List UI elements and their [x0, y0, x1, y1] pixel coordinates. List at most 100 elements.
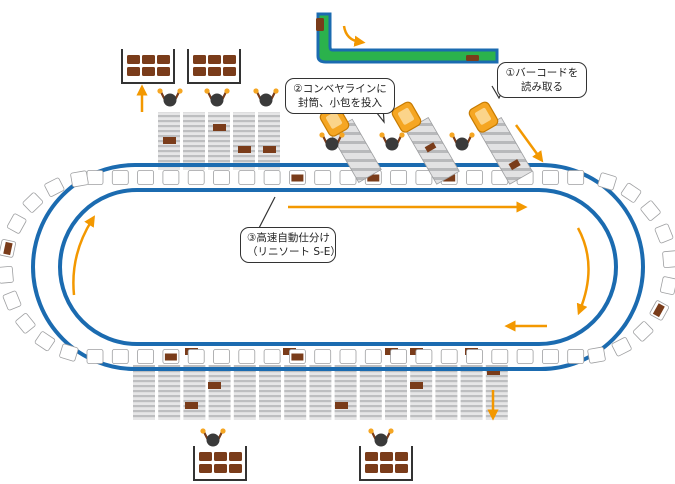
flow-arrows	[72, 84, 590, 421]
parcel	[367, 174, 380, 182]
tray	[632, 321, 654, 342]
parcel	[443, 174, 456, 182]
parcel	[487, 368, 500, 375]
tray	[587, 346, 606, 364]
tray	[263, 170, 281, 185]
tray	[516, 349, 534, 364]
tray	[440, 349, 458, 364]
chute	[284, 365, 307, 420]
tray	[44, 177, 65, 197]
parcel	[229, 452, 242, 461]
parcel	[466, 55, 479, 61]
tray	[111, 170, 129, 185]
tray	[2, 290, 22, 311]
tray	[542, 170, 559, 185]
parcel	[291, 174, 304, 182]
tray	[620, 182, 642, 203]
parcel	[652, 303, 665, 318]
tray	[660, 276, 675, 295]
worker-icon	[204, 88, 230, 107]
parcel	[316, 18, 324, 31]
parcel	[199, 464, 212, 473]
tray	[162, 349, 180, 364]
tray	[567, 170, 585, 185]
tray	[491, 349, 509, 364]
callout-line: ③高速自動仕分け	[247, 232, 330, 244]
parcel	[395, 452, 408, 461]
chute	[258, 112, 280, 170]
tray	[649, 300, 669, 321]
chute	[183, 112, 205, 170]
parcel	[208, 55, 221, 64]
chute	[208, 112, 230, 170]
callout-line: （リニソート S-E）	[247, 246, 341, 258]
sorter-loop	[0, 163, 675, 371]
worker-icon	[200, 428, 226, 447]
tray	[213, 170, 230, 185]
worker-icon	[379, 132, 405, 151]
parcel	[163, 137, 176, 144]
parcel	[193, 55, 206, 64]
tray	[7, 213, 27, 234]
intake-conveyor	[316, 12, 499, 64]
cart-icon	[121, 49, 175, 84]
parcel	[157, 55, 170, 64]
parcel	[291, 353, 304, 361]
worker-icon	[253, 88, 279, 107]
tray	[137, 170, 155, 185]
tray	[34, 331, 56, 352]
parcel	[157, 67, 170, 76]
tray	[187, 349, 205, 364]
chute	[208, 365, 231, 420]
tray	[187, 170, 205, 185]
parcel	[263, 146, 276, 153]
cart-icon	[359, 446, 413, 481]
chute	[133, 365, 155, 420]
chute	[410, 365, 433, 420]
worker-icon	[368, 428, 394, 447]
tray	[288, 349, 306, 364]
cart-icon	[193, 446, 247, 481]
parcel	[380, 452, 393, 461]
induction-callout: ②コンベヤラインに 封筒、小包を投入	[285, 78, 395, 114]
parcel	[214, 464, 227, 473]
tray	[415, 349, 433, 364]
tray	[542, 349, 559, 364]
parcel	[164, 353, 177, 361]
tray	[390, 170, 408, 185]
chute	[359, 365, 382, 420]
tray	[339, 349, 357, 364]
parcel	[335, 402, 348, 409]
tray	[662, 250, 675, 269]
chute	[309, 365, 332, 420]
parcel	[238, 146, 251, 153]
parcel	[208, 382, 221, 389]
workers	[157, 88, 475, 447]
chute	[259, 365, 281, 420]
tray	[466, 170, 483, 185]
scanner-icon	[468, 101, 499, 133]
tray	[390, 349, 408, 364]
tray	[611, 337, 632, 357]
parcel	[229, 464, 242, 473]
tray	[314, 170, 332, 185]
tray	[466, 349, 483, 364]
tray	[22, 192, 44, 213]
callout-line: 封筒、小包を投入	[298, 97, 382, 109]
chute	[183, 365, 206, 420]
parcel	[213, 124, 226, 131]
scanner-icon	[391, 101, 422, 133]
tray	[70, 170, 89, 188]
parcel	[3, 241, 13, 256]
tray	[654, 223, 674, 244]
flow-arrow	[342, 25, 366, 47]
tray	[59, 343, 79, 362]
chute	[233, 112, 255, 170]
callout-line: 読み取る	[521, 81, 563, 93]
callout-line: ①バーコードを	[505, 67, 579, 79]
tray	[137, 349, 155, 364]
tray	[314, 349, 332, 364]
worker-icon	[319, 132, 345, 151]
parcel	[193, 67, 206, 76]
worker-icon	[157, 88, 183, 107]
